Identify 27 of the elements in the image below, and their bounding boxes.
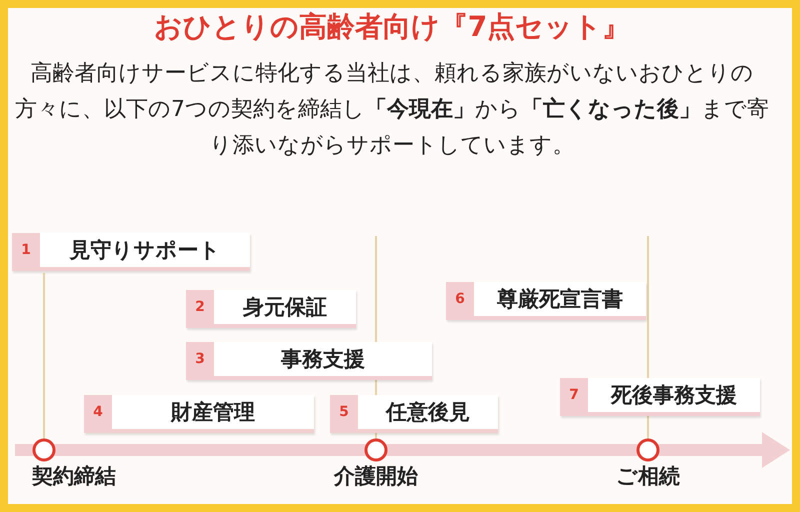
- intro-paragraph: 高齢者向けサービスに特化する当社は、頼れる家族がいないおひとりの方々に、以下の7つの契約を締結し「今現在」から「亡くなった後」まで寄り添いながらサポートしています。: [14, 60, 770, 160]
- service-label: 尊厳死宣言書: [474, 282, 646, 316]
- service-bar: [12, 233, 250, 271]
- service-label: 死後事務支援: [588, 378, 760, 412]
- service-bar: [560, 378, 760, 416]
- connector-line: [43, 273, 45, 439]
- item-number: 6: [454, 291, 466, 307]
- service-label: 身元保証: [214, 290, 356, 324]
- item-number: 7: [568, 387, 580, 403]
- item-number: 1: [20, 242, 32, 258]
- service-bar: [446, 282, 646, 320]
- service-label: 任意後見: [358, 395, 498, 429]
- milestone-label: ご相続: [615, 463, 681, 490]
- service-label: 財産管理: [112, 395, 314, 429]
- service-label: 事務支援: [214, 342, 432, 376]
- milestone-label: 契約締結: [30, 463, 117, 490]
- item-number: 3: [194, 351, 206, 367]
- milestone-label: 介護開始: [332, 463, 419, 490]
- service-label: 見守りサポート: [40, 233, 250, 267]
- service-bar: [186, 342, 432, 380]
- item-number: 4: [92, 404, 104, 420]
- title: おひとりの高齢者向け『7点セット』: [152, 9, 632, 45]
- service-bar: [84, 395, 314, 433]
- item-number: 5: [338, 404, 350, 420]
- service-bar: [186, 290, 356, 328]
- service-bar: [330, 395, 498, 433]
- item-number: 2: [194, 299, 206, 315]
